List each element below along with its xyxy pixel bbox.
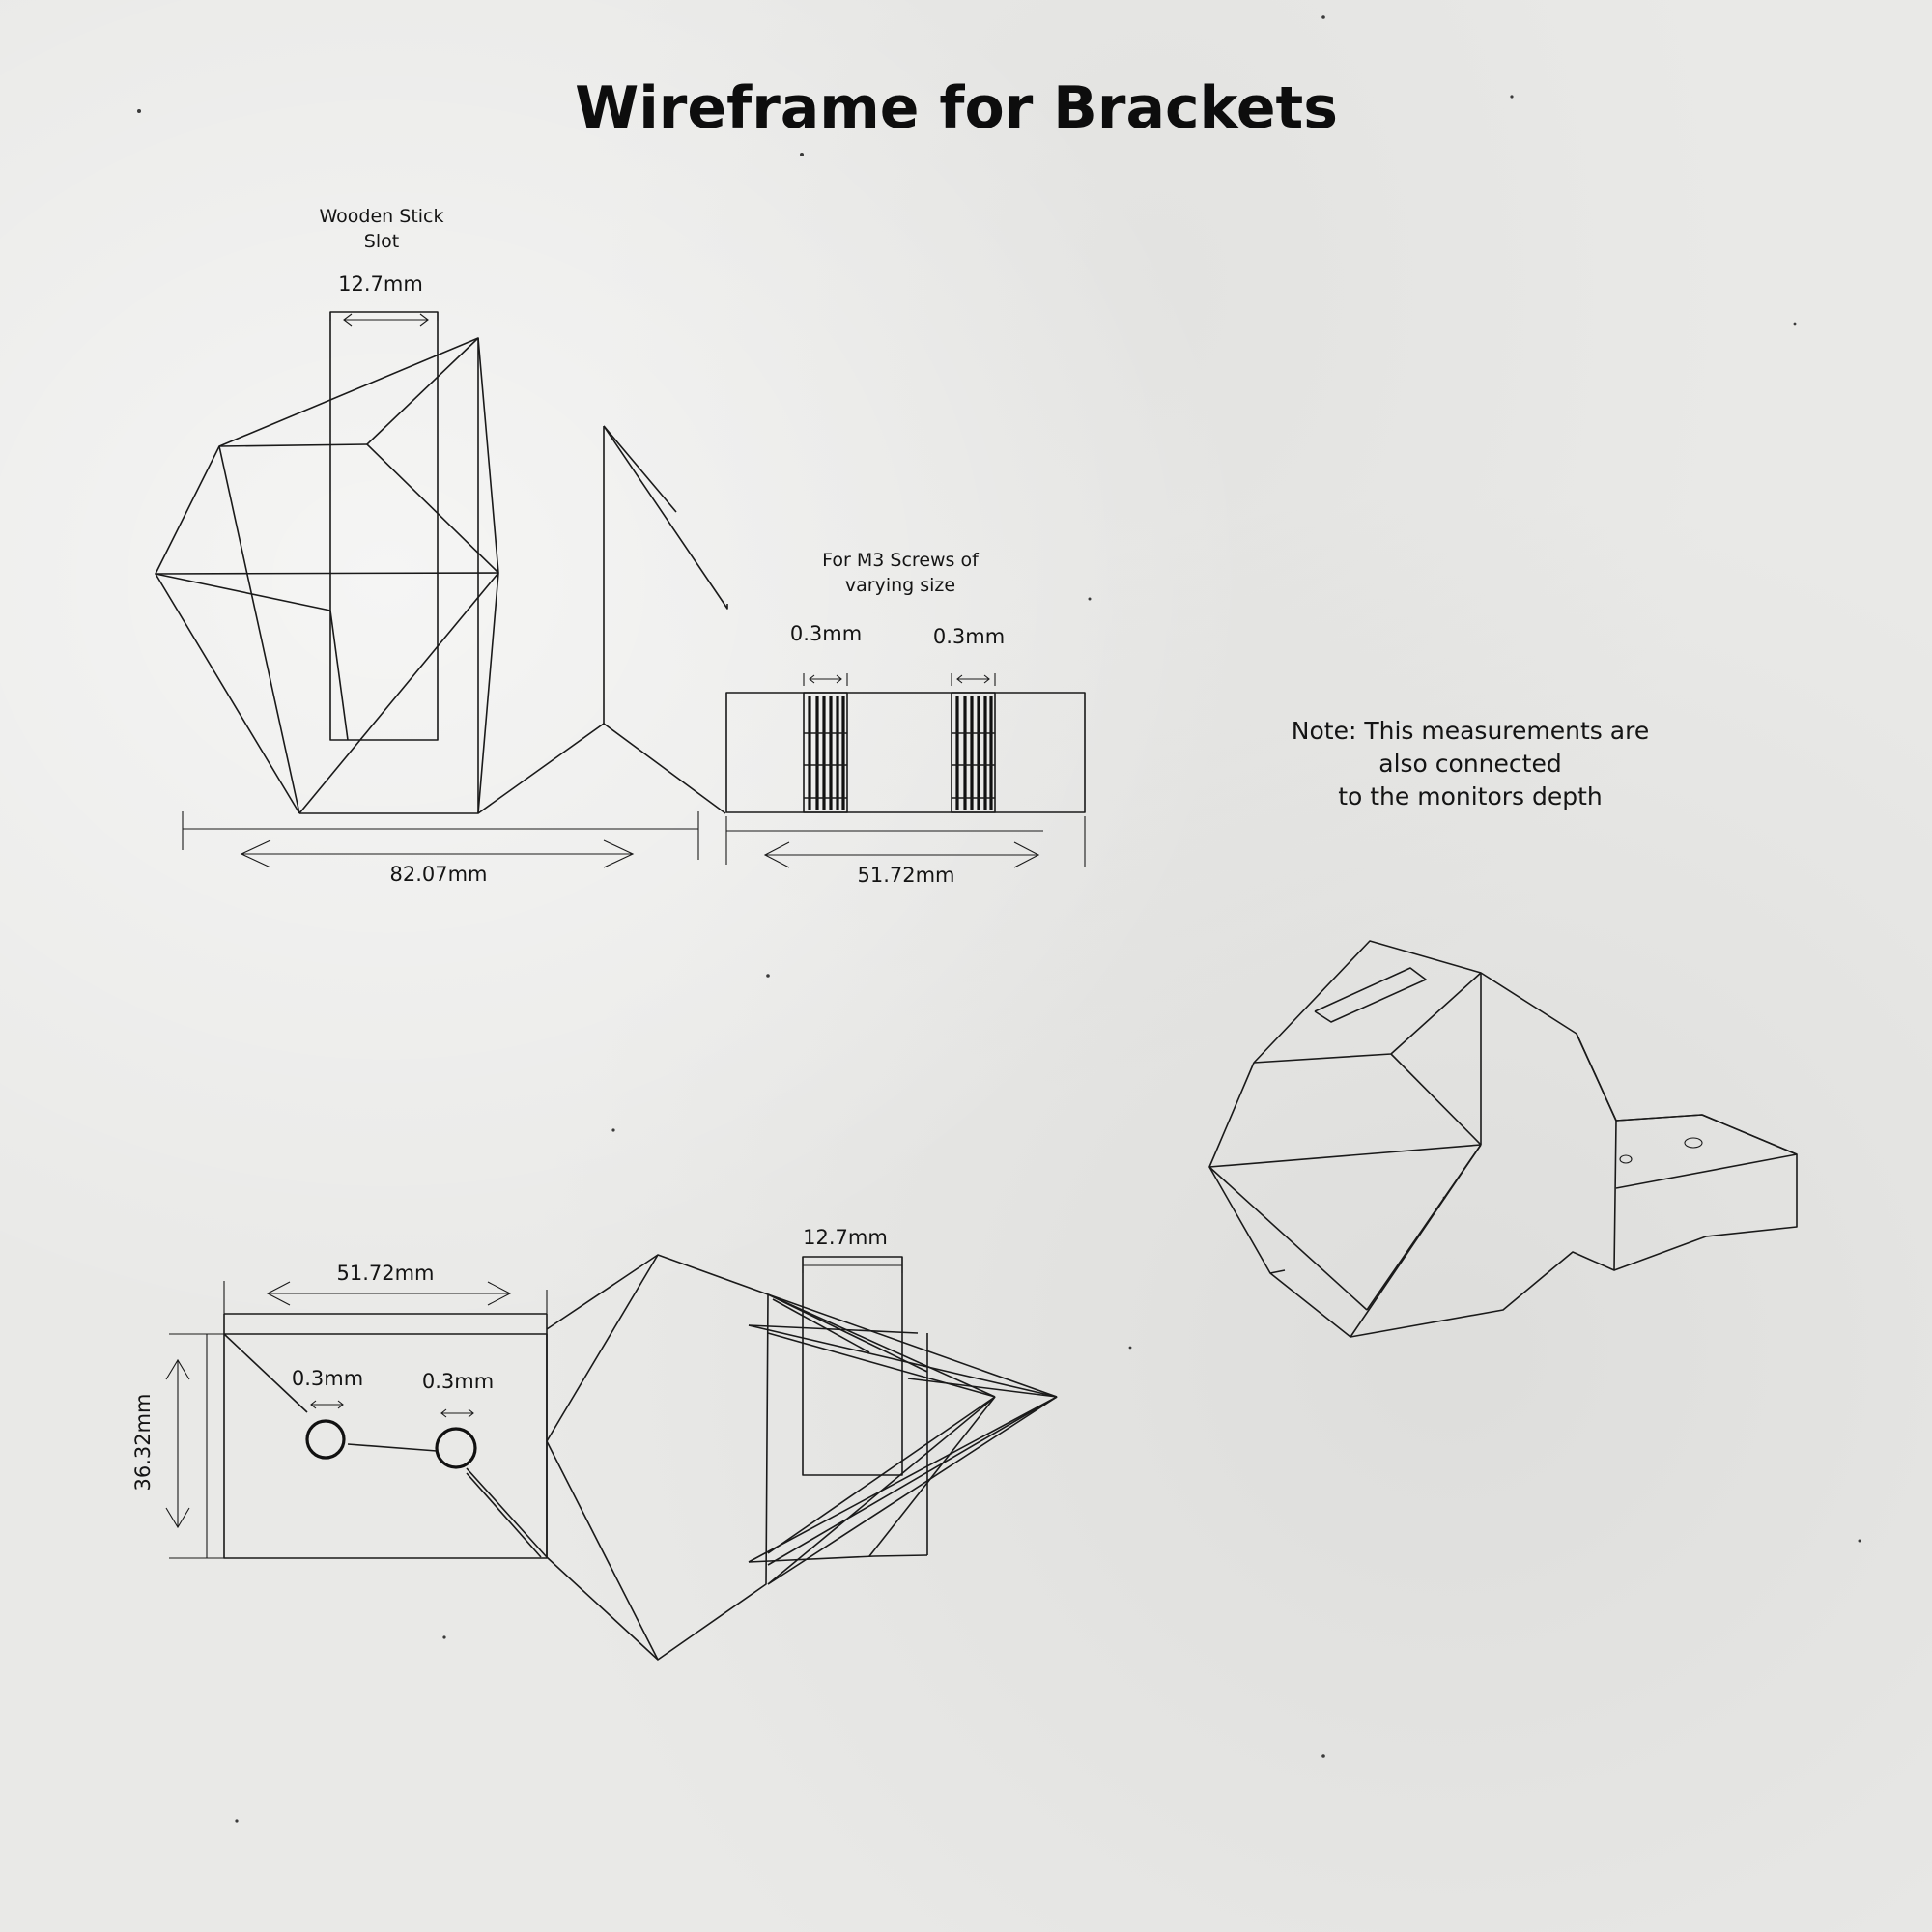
width-dimension-left-top: 82.07mm bbox=[182, 811, 699, 886]
note-line3: to the monitors depth bbox=[1338, 782, 1603, 810]
width-label-right-top: 51.72mm bbox=[857, 864, 954, 887]
hole-right-bottom-label: 0.3mm bbox=[422, 1370, 494, 1393]
bracket-top-view bbox=[223, 1254, 1058, 1661]
page-title: Wireframe for Brackets bbox=[575, 74, 1338, 142]
screw-hole-right-bottom bbox=[435, 1427, 477, 1469]
wooden-stick-slot-iso bbox=[1314, 967, 1427, 1023]
wooden-stick-slot bbox=[329, 311, 439, 741]
height-dimension-bottom: 36.32mm bbox=[131, 1333, 224, 1559]
screw-hole-right-top bbox=[951, 692, 996, 813]
slot-width-label-top: 12.7mm bbox=[338, 272, 423, 296]
hole-right-top-label: 0.3mm bbox=[933, 625, 1005, 648]
paper-specks bbox=[137, 15, 1861, 1823]
slot-width-label-bottom: 12.7mm bbox=[803, 1226, 888, 1249]
width-dimension-right-top: 51.72mm bbox=[725, 816, 1086, 887]
width-label-left-top: 82.07mm bbox=[389, 863, 487, 886]
screw-plate-side-view bbox=[725, 673, 1086, 813]
note-line1: Note: This measurements are bbox=[1292, 717, 1649, 745]
width-dimension-bottom: 51.72mm bbox=[223, 1262, 548, 1314]
bracket-front-view bbox=[155, 311, 728, 814]
wooden-stick-label-line1: Wooden Stick bbox=[320, 206, 444, 227]
screw-hole-iso-left bbox=[1619, 1154, 1633, 1164]
screw-hole-left-bottom bbox=[305, 1419, 346, 1460]
slot-width-dimension-bottom: 12.7mm bbox=[802, 1226, 903, 1273]
screws-label-line1: For M3 Screws of bbox=[822, 550, 980, 571]
hole-dims-bottom: 0.3mm 0.3mm bbox=[292, 1367, 494, 1418]
height-label-bottom: 36.32mm bbox=[131, 1393, 155, 1491]
note-line2: also connected bbox=[1378, 750, 1561, 778]
screw-hole-iso-right bbox=[1684, 1137, 1703, 1149]
screw-hole-left-top bbox=[803, 692, 848, 813]
bracket-isometric-view bbox=[1208, 940, 1798, 1338]
hole-left-top-label: 0.3mm bbox=[790, 622, 862, 645]
screws-label-line2: varying size bbox=[845, 575, 955, 596]
wooden-stick-label-line2: Slot bbox=[364, 231, 399, 252]
width-label-bottom: 51.72mm bbox=[336, 1262, 434, 1285]
wooden-stick-slot-bottom bbox=[802, 1256, 903, 1476]
hole-left-bottom-label: 0.3mm bbox=[292, 1367, 363, 1390]
slot-width-dimension-top: 12.7mm bbox=[329, 272, 439, 327]
